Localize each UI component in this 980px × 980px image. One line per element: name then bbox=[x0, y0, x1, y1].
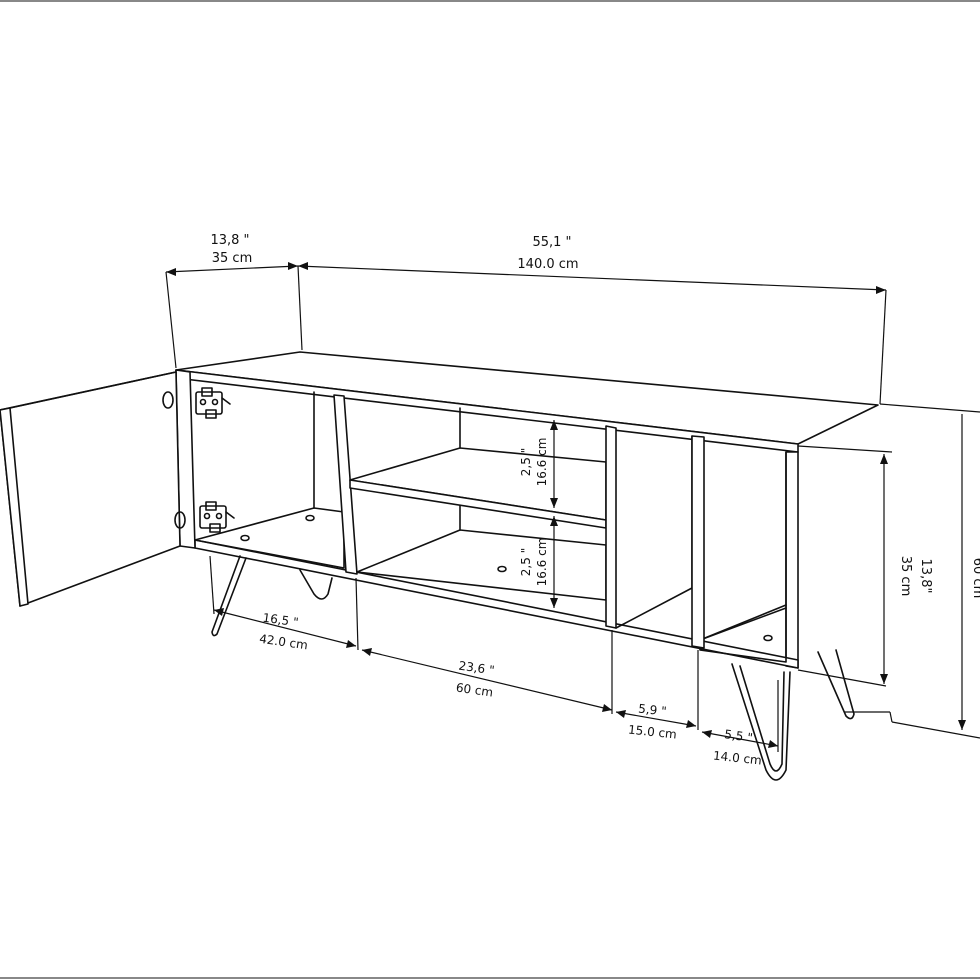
width-cm-label: 140.0 cm bbox=[517, 257, 578, 272]
mid-floor bbox=[356, 529, 607, 601]
right-side-panel bbox=[785, 451, 799, 669]
dimension-left-compartment bbox=[209, 555, 359, 651]
dimension-leg bbox=[701, 680, 779, 752]
hinge-cup-icon bbox=[174, 511, 186, 529]
open-door bbox=[0, 371, 186, 607]
tv-stand bbox=[175, 351, 879, 669]
body-height-inch-label: 13,8" bbox=[918, 559, 933, 594]
hairpin-leg-back-right bbox=[817, 649, 855, 720]
door-panel bbox=[0, 371, 181, 607]
screw-hole bbox=[240, 534, 250, 542]
depth-cm-label: 35 cm bbox=[212, 251, 253, 266]
narrow-comp-cm-label: 15.0 cm bbox=[627, 723, 677, 742]
dimension-narrow-compartment bbox=[615, 650, 699, 730]
narrow-comp-inch-label: 5,9 " bbox=[638, 702, 668, 719]
dimension-shelf-upper bbox=[550, 420, 558, 508]
screw-hole bbox=[497, 565, 507, 573]
mid-comp-cm-label: 60 cm bbox=[455, 681, 494, 700]
hinge-cup-icon bbox=[162, 391, 174, 409]
top-surface bbox=[175, 351, 879, 445]
screw-hole bbox=[305, 514, 315, 522]
hinge-upper-icon bbox=[195, 387, 231, 419]
shelf-lower-inch-label: 2,5 " bbox=[519, 548, 533, 576]
divider-2 bbox=[605, 425, 617, 629]
depth-inch-label: 13,8 " bbox=[210, 233, 249, 248]
hairpin-leg-front-left bbox=[211, 555, 247, 637]
narrow-floor-back bbox=[615, 587, 693, 629]
right-floor-back bbox=[699, 604, 787, 641]
dimension-width bbox=[297, 262, 887, 405]
door-top-edge bbox=[9, 371, 177, 409]
shelf-lower-cm-label: 16.6 cm bbox=[535, 538, 549, 587]
hairpin-leg-back-left bbox=[299, 569, 333, 600]
leg-cm-label: 14.0 cm bbox=[712, 749, 762, 768]
dimension-mid-compartment bbox=[361, 630, 613, 714]
mid-comp-inch-label: 23,6 " bbox=[458, 659, 496, 678]
divider-1 bbox=[333, 394, 358, 575]
width-inch-label: 55,1 " bbox=[532, 235, 571, 250]
dimension-body-height bbox=[797, 445, 893, 687]
screw-hole bbox=[763, 634, 773, 642]
dimension-total-height bbox=[844, 403, 980, 739]
total-height-cm-label: 60 cm bbox=[970, 558, 980, 599]
hairpin-leg-front-right bbox=[731, 663, 791, 781]
body-height-cm-label: 35 cm bbox=[898, 556, 913, 597]
divider-3 bbox=[691, 435, 705, 649]
hinge-lower-icon bbox=[199, 501, 235, 533]
dimension-depth bbox=[165, 262, 303, 369]
shelf-upper-cm-label: 16.6 cm bbox=[535, 438, 549, 487]
shelf-top bbox=[349, 447, 607, 521]
dimension-shelf-lower bbox=[550, 516, 558, 608]
left-comp-inch-label: 16,5 " bbox=[262, 611, 300, 630]
leg-inch-label: 5,5 " bbox=[724, 727, 754, 745]
left-comp-cm-label: 42.0 cm bbox=[258, 632, 308, 653]
door-edge bbox=[0, 407, 29, 607]
shelf-upper-inch-label: 2,5 " bbox=[519, 448, 533, 476]
